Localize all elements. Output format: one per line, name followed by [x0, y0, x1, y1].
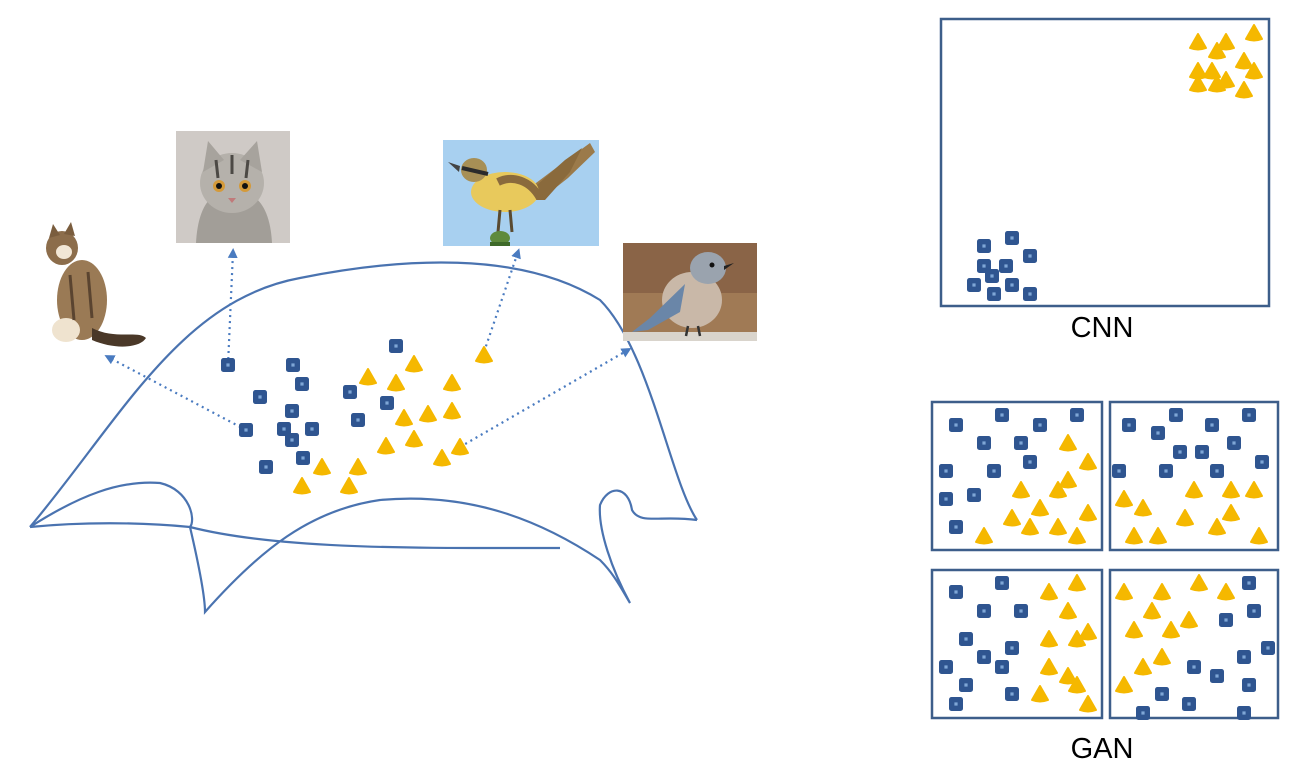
- manifold-bird-points: [293, 346, 493, 495]
- gan-panel-bottom-right: [1108, 568, 1280, 720]
- arrow-to-sitting-cat: [104, 355, 247, 431]
- sitting-cat-photo: [46, 222, 146, 347]
- gan-label: GAN: [1070, 733, 1134, 765]
- gan-panel-top-left: [930, 400, 1104, 552]
- manifold-surface: [29, 261, 698, 615]
- cnn-panel: [939, 17, 1271, 308]
- gan-panel-bottom-left: [930, 568, 1104, 720]
- bluebird-photo: [623, 243, 757, 341]
- manifold-cat-points: [221, 339, 403, 474]
- gan-panel-top-right: [1108, 400, 1280, 552]
- arrow-to-kitten: [226, 248, 238, 366]
- arrow-to-bluebird: [459, 347, 632, 448]
- kitten-photo: [176, 131, 290, 243]
- mapping-arrows: [104, 248, 632, 448]
- yellow-bird-photo: [443, 140, 599, 246]
- cnn-label: CNN: [1070, 312, 1134, 344]
